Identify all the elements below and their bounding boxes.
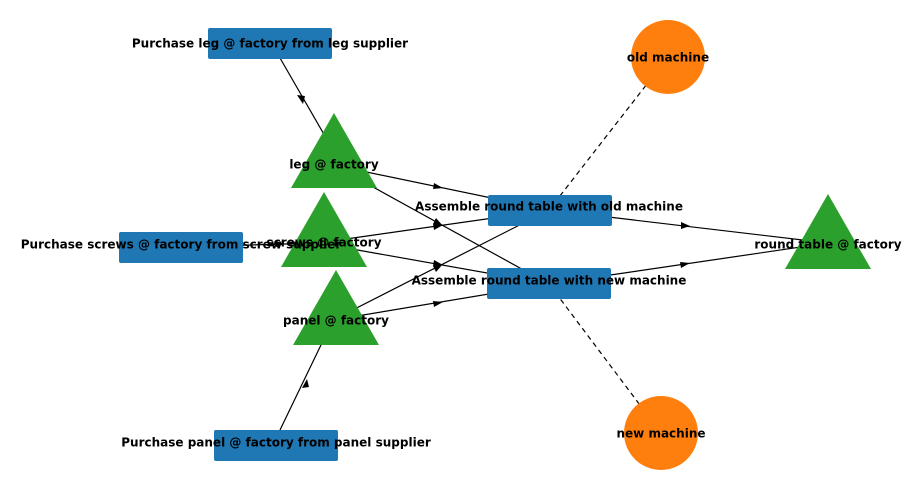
labels: Purchase leg @ factory from leg supplier… [21,37,902,450]
node-panel-triangle[interactable] [293,270,379,345]
label-leg: leg @ factory [289,158,379,172]
node-purchase-screws-box[interactable] [119,232,243,263]
arrowhead [433,218,443,226]
arrowhead [433,264,443,272]
node-purchase-leg-box[interactable] [208,28,332,59]
nodes [119,20,871,470]
label-purchase-screws: Purchase screws @ factory from screw sup… [21,238,342,252]
node-assemble-new-box[interactable] [487,268,611,299]
node-old-machine-circle[interactable] [631,20,705,94]
label-round-table: round table @ factory [754,238,901,252]
node-assemble-old-box[interactable] [488,195,612,226]
label-purchase-leg: Purchase leg @ factory from leg supplier [132,37,408,51]
label-assemble-old: Assemble round table with old machine [415,200,683,214]
arrowhead [433,301,443,307]
label-panel: panel @ factory [283,314,389,328]
arrowhead [302,379,309,388]
arrowhead [680,262,690,268]
label-old-machine: old machine [627,51,709,65]
arrowhead [276,241,285,247]
label-assemble-new: Assemble round table with new machine [412,274,687,288]
node-screws-triangle[interactable] [281,192,367,267]
label-purchase-panel: Purchase panel @ factory from panel supp… [121,436,431,450]
node-leg-triangle[interactable] [291,113,377,188]
arrowhead [297,95,305,104]
node-purchase-panel-box[interactable] [214,430,338,461]
arrowhead [681,222,690,229]
node-new-machine-circle[interactable] [624,396,698,470]
arrowhead [433,183,443,189]
label-new-machine: new machine [617,427,706,441]
label-screws: screws @ factory [266,236,381,250]
arrowhead [433,224,443,230]
node-round-table-triangle[interactable] [785,194,871,269]
